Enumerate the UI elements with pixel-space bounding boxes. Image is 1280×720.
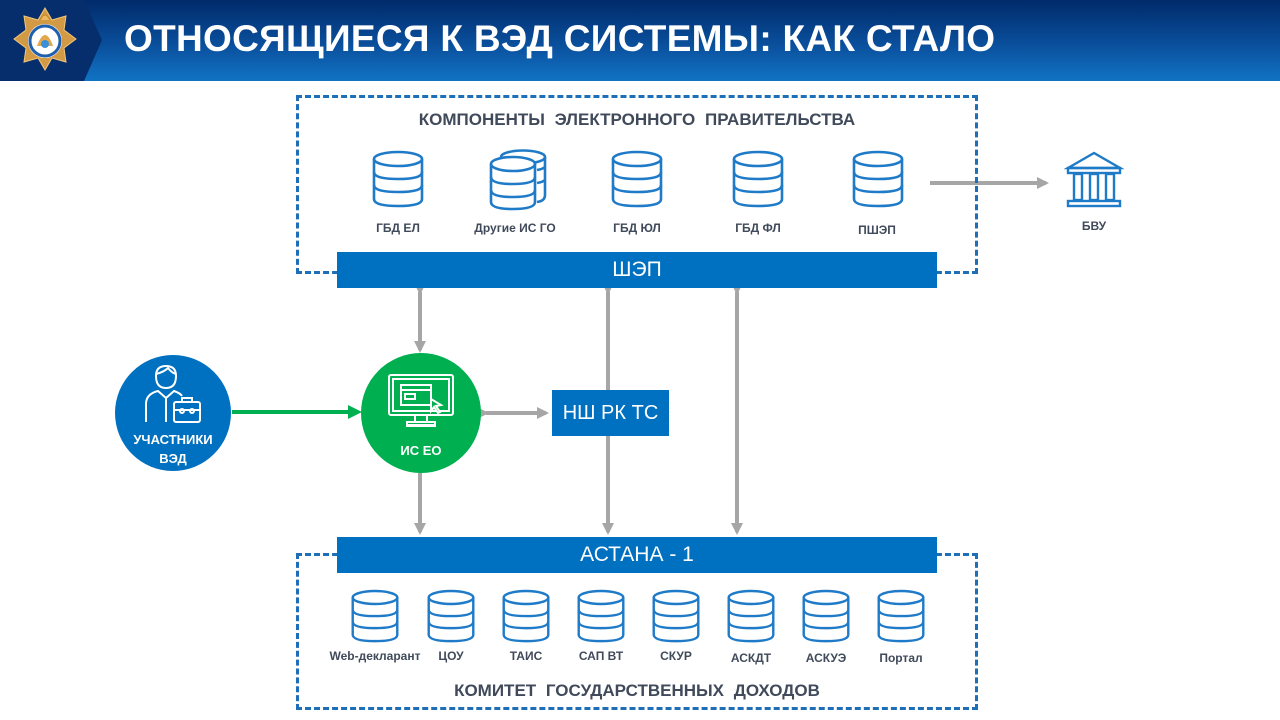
participants-label-line1: УЧАСТНИКИ <box>133 432 213 447</box>
database-icon <box>502 589 550 643</box>
participants-label-line2: ВЭД <box>159 451 187 466</box>
database-icon <box>877 589 925 643</box>
system-label: ТАИС <box>509 649 543 663</box>
component-label: ГБД ЕЛ <box>376 221 420 235</box>
astana-1-bus: АСТАНА - 1 <box>337 537 937 573</box>
database-icon <box>732 150 784 208</box>
businessman-icon <box>145 364 201 423</box>
system-label: СКУР <box>660 649 692 663</box>
system-label: АСКДТ <box>730 651 772 665</box>
system-label: Web-декларант <box>329 649 421 663</box>
component-label: ГБД ЮЛ <box>613 221 661 235</box>
database-icon <box>852 150 904 208</box>
component-label: ПШЭП <box>858 223 896 237</box>
database-icon <box>652 589 700 643</box>
component-label: Другие ИС ГО <box>474 221 556 235</box>
kgd-group-title: КОМИТЕТ ГОСУДАРСТВЕННЫХ ДОХОДОВ <box>454 681 820 700</box>
slide-title: ОТНОСЯЩИЕСЯ К ВЭД СИСТЕМЫ: КАК СТАЛО <box>124 18 996 59</box>
component-label: ГБД ФЛ <box>735 221 781 235</box>
bvu-label: БВУ <box>1081 219 1107 233</box>
system-label: САП ВТ <box>578 649 624 663</box>
participants-label: УЧАСТНИКИ ВЭД <box>115 430 231 468</box>
emblem-icon <box>13 7 77 71</box>
system-label: Портал <box>879 651 923 665</box>
shep-bus: ШЭП <box>337 252 937 288</box>
database-icon <box>577 589 625 643</box>
nsh-rk-ts-node: НШ РК ТС <box>552 390 669 436</box>
computer-monitor-icon <box>388 374 454 427</box>
is-eo-node <box>361 353 481 473</box>
egov-group-title: КОМПОНЕНТЫ ЭЛЕКТРОННОГО ПРАВИТЕЛЬСТВА <box>418 110 856 129</box>
database-icon <box>427 589 475 643</box>
database-icon <box>727 589 775 643</box>
is-eo-label: ИС ЕО <box>400 443 442 458</box>
database-icon <box>372 150 424 208</box>
databases-icon <box>489 149 547 211</box>
database-icon <box>611 150 663 208</box>
database-icon <box>351 589 399 643</box>
database-icon <box>802 589 850 643</box>
bank-building-icon <box>1064 151 1124 208</box>
slide-header: ОТНОСЯЩИЕСЯ К ВЭД СИСТЕМЫ: КАК СТАЛО <box>0 0 1280 81</box>
system-label: АСКУЭ <box>805 651 847 665</box>
system-label: ЦОУ <box>438 649 464 663</box>
